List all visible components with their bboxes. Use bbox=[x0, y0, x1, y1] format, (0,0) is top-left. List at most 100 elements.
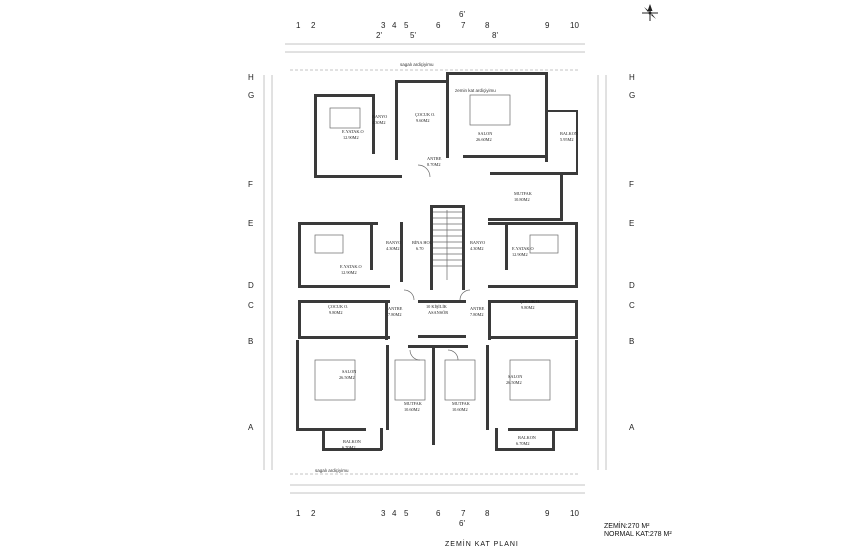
room-area: 6.70M2 bbox=[516, 441, 530, 446]
grid-row-label: D bbox=[629, 281, 635, 290]
room-label: ANTRE bbox=[388, 306, 403, 311]
walls bbox=[296, 72, 578, 451]
room-label: SALON bbox=[342, 369, 356, 374]
grid-col-label: 4 bbox=[392, 21, 397, 30]
room-label: BANYO bbox=[470, 240, 485, 245]
grid-col-label: 7 bbox=[461, 509, 466, 518]
grid-col-mid-label: 6' bbox=[459, 10, 465, 19]
room-area: 6.70 bbox=[416, 246, 424, 251]
ground-floor-area: ZEMİN:270 M² bbox=[604, 523, 650, 530]
dimension-lines bbox=[263, 43, 607, 494]
grid-col-label: 2 bbox=[311, 21, 316, 30]
grid-col-label: 6 bbox=[436, 509, 441, 518]
room-label: BALKON bbox=[343, 439, 361, 444]
room-label: 10 KİŞİLİK bbox=[426, 304, 448, 309]
room-label: ASANSÖR bbox=[428, 310, 448, 315]
grid-col-label: 10 bbox=[570, 509, 579, 518]
grid-row-label: D bbox=[248, 281, 254, 290]
grid-row-label: F bbox=[248, 180, 253, 189]
grid-col-label: 7 bbox=[461, 21, 466, 30]
grid-row-label: F bbox=[629, 180, 634, 189]
room-label: ANTRE bbox=[427, 156, 442, 161]
room-area: 5.95M2 bbox=[560, 137, 574, 142]
room-area: 4.30M2 bbox=[470, 246, 484, 251]
grid-row-label: C bbox=[629, 301, 635, 310]
room-area: 10.60M2 bbox=[404, 407, 420, 412]
grid-col-label: 6 bbox=[436, 21, 441, 30]
room-label: E.YATAK.O bbox=[512, 246, 534, 251]
staircase bbox=[433, 210, 462, 280]
grid-col-label: 5 bbox=[404, 509, 409, 518]
room-area: 10.60M2 bbox=[452, 407, 468, 412]
grid-row-label: G bbox=[248, 91, 254, 100]
room-label: ÇOCUK O. bbox=[415, 112, 435, 117]
grid-col-mid-label: 6' bbox=[459, 519, 465, 528]
grid-row-label: B bbox=[629, 337, 634, 346]
area-summary: ZEMİN:270 M² NORMAL KAT:278 M² bbox=[604, 523, 672, 539]
grid-labels-rows: H G F E D C B A H G F E D C B A bbox=[248, 73, 635, 432]
grid-row-label: A bbox=[629, 423, 635, 432]
setback-label-top: sagalı ardiçiyimu bbox=[400, 62, 434, 67]
room-area: 8.70M2 bbox=[427, 162, 441, 167]
room-area: 9.60M2 bbox=[416, 118, 430, 123]
setback-label-bottom: sagalı ardiçiyimu bbox=[315, 468, 349, 473]
room-label: MUTFAK bbox=[514, 191, 533, 196]
north-arrow-icon bbox=[642, 4, 658, 21]
room-label: ÇOCUK O. bbox=[328, 304, 348, 309]
room-area: 26.60M2 bbox=[476, 137, 492, 142]
room-area: 4.30M2 bbox=[372, 120, 386, 125]
room-area: 10.80M2 bbox=[514, 197, 530, 202]
room-area: 12.90M2 bbox=[512, 252, 528, 257]
grid-col-label: 9 bbox=[545, 21, 550, 30]
grid-row-label: G bbox=[629, 91, 635, 100]
grid-col-sub-label: 2' bbox=[376, 31, 382, 40]
room-label: MUTFAK bbox=[404, 401, 423, 406]
grid-row-label: C bbox=[248, 301, 254, 310]
room-labels: E.YATAK.O 12.90M2 BANYO 4.30M2 ÇOCUK O. … bbox=[328, 112, 578, 450]
room-label: BALKON bbox=[560, 131, 578, 136]
room-area: 12.90M2 bbox=[341, 270, 357, 275]
room-label: BİNA HOL bbox=[412, 240, 433, 245]
room-label: E.YATAK.O bbox=[340, 264, 362, 269]
grid-row-label: H bbox=[629, 73, 635, 82]
room-label: ANTRE bbox=[470, 306, 485, 311]
grid-labels-bottom: 1 2 3 4 5 6 7 8 9 10 6' bbox=[296, 509, 579, 528]
grid-col-sub-label: 5' bbox=[410, 31, 416, 40]
grid-row-label: B bbox=[248, 337, 253, 346]
plan-title: ZEMİN KAT PLANI bbox=[445, 541, 519, 548]
room-label: BANYO bbox=[386, 240, 401, 245]
grid-col-label: 3 bbox=[381, 21, 386, 30]
grid-row-label: H bbox=[248, 73, 254, 82]
room-label: MUTFAK bbox=[452, 401, 471, 406]
grid-col-sub-label: 8' bbox=[492, 31, 498, 40]
grid-row-label: E bbox=[248, 219, 253, 228]
grid-col-label: 10 bbox=[570, 21, 579, 30]
room-area: 7.80M2 bbox=[470, 312, 484, 317]
room-area: 4.30M2 bbox=[386, 246, 400, 251]
room-area: 6.70M2 bbox=[342, 445, 356, 450]
room-label: BALKON bbox=[518, 435, 536, 440]
room-area: 7.80M2 bbox=[388, 312, 402, 317]
setback-label-inner: zemin kat ardiçiyimu bbox=[455, 88, 496, 93]
room-area: 9.80M2 bbox=[521, 305, 535, 310]
grid-col-label: 8 bbox=[485, 21, 490, 30]
room-label: SALON bbox=[508, 374, 522, 379]
grid-col-label: 8 bbox=[485, 509, 490, 518]
room-label: E.YATAK.O bbox=[342, 129, 364, 134]
grid-col-label: 5 bbox=[404, 21, 409, 30]
room-area: 12.90M2 bbox=[343, 135, 359, 140]
room-area: 26.50M2 bbox=[339, 375, 355, 380]
grid-col-label: 2 bbox=[311, 509, 316, 518]
grid-col-label: 1 bbox=[296, 21, 301, 30]
normal-floor-area: NORMAL KAT:278 M² bbox=[604, 531, 672, 538]
grid-col-label: 9 bbox=[545, 509, 550, 518]
room-label: BANYO bbox=[372, 114, 387, 119]
furniture bbox=[314, 94, 559, 401]
door-swings bbox=[403, 164, 471, 361]
grid-row-label: A bbox=[248, 423, 254, 432]
room-area: 9.80M2 bbox=[329, 310, 343, 315]
room-label: ÇOCUK O. bbox=[520, 299, 540, 304]
grid-col-label: 1 bbox=[296, 509, 301, 518]
grid-col-label: 4 bbox=[392, 509, 397, 518]
